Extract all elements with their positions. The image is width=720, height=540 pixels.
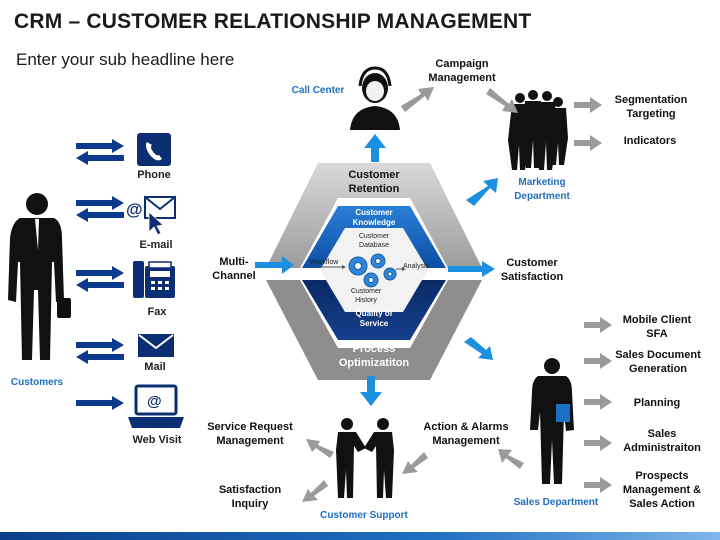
campaign-management-label: Campaign Management [428, 58, 496, 84]
phone-icon [137, 133, 171, 166]
multichannel-label: Multi- Channel [212, 256, 256, 282]
action-alarms-management-label: Action & Alarms Management [423, 421, 509, 447]
marketing-department-label: Marketing Department [514, 177, 570, 202]
customer-retention-label: Customer Retention [348, 169, 400, 195]
email-icon: @ [126, 196, 176, 236]
footer-bar [0, 532, 720, 540]
customer-silhouette [8, 193, 71, 360]
process-optimization-label: Process Optimizatiton [338, 343, 410, 369]
svg-text:@: @ [126, 200, 143, 219]
channel-label-phone: Phone [137, 169, 171, 181]
laptop-icon: @ [128, 384, 184, 428]
satisfaction-inquiry-label: Satisfaction Inquiry [218, 484, 282, 510]
marketing-team-icon [508, 90, 568, 170]
fax-icon [133, 261, 175, 298]
mail-icon [138, 334, 174, 357]
service-request-management-label: Service Request Management [207, 421, 293, 447]
customers-label: Customers [10, 377, 64, 388]
page-title: CRM – CUSTOMER RELATIONSHIP MANAGEMENT [14, 10, 532, 33]
quality-of-service-label: Quality of Service [355, 309, 393, 328]
mobile-client-sfa-label: Mobile Client SFA [622, 314, 692, 340]
inner-hexagon [302, 206, 446, 340]
channel-label-email: E-mail [139, 239, 173, 251]
hexagon-top-half [266, 163, 482, 268]
gray-arrows [302, 87, 612, 502]
gears-icon [348, 253, 397, 288]
channel-arrows [76, 139, 124, 410]
call-center-label: Call Center [291, 85, 345, 96]
customer-satisfaction-label: Customer Satisfaction [500, 257, 564, 283]
channel-label-web-visit: Web Visit [132, 434, 182, 446]
workflow-label: Workflow [309, 259, 339, 266]
hexagon-arrows [255, 134, 498, 406]
segmentation-targeting-label: Segmentation Targeting [614, 94, 688, 120]
planning-label: Planning [633, 397, 681, 409]
svg-text:@: @ [147, 393, 162, 410]
hexagon-bottom-half [266, 280, 482, 380]
prospects-management-label: Prospects Management & Sales Action [622, 470, 702, 510]
handshake-icon [336, 418, 394, 498]
analysis-label: Analysis [402, 263, 430, 270]
sales-person-icon [530, 358, 574, 484]
customer-database-label: Customer Database [358, 233, 390, 249]
call-center-agent-icon [350, 66, 400, 130]
customer-knowledge-label: Customer Knowledge [352, 208, 396, 227]
channel-label-mail: Mail [144, 361, 166, 373]
page-subtitle: Enter your sub headline here [16, 50, 235, 69]
customer-history-label: Customer History [350, 288, 382, 304]
sales-department-label: Sales Department [513, 497, 599, 508]
sales-administration-label: Sales Administraiton [623, 428, 701, 454]
customer-support-label: Customer Support [320, 510, 408, 521]
channel-label-fax: Fax [147, 306, 167, 318]
sales-document-generation-label: Sales Document Generation [615, 349, 701, 375]
indicators-label: Indicators [623, 135, 677, 147]
